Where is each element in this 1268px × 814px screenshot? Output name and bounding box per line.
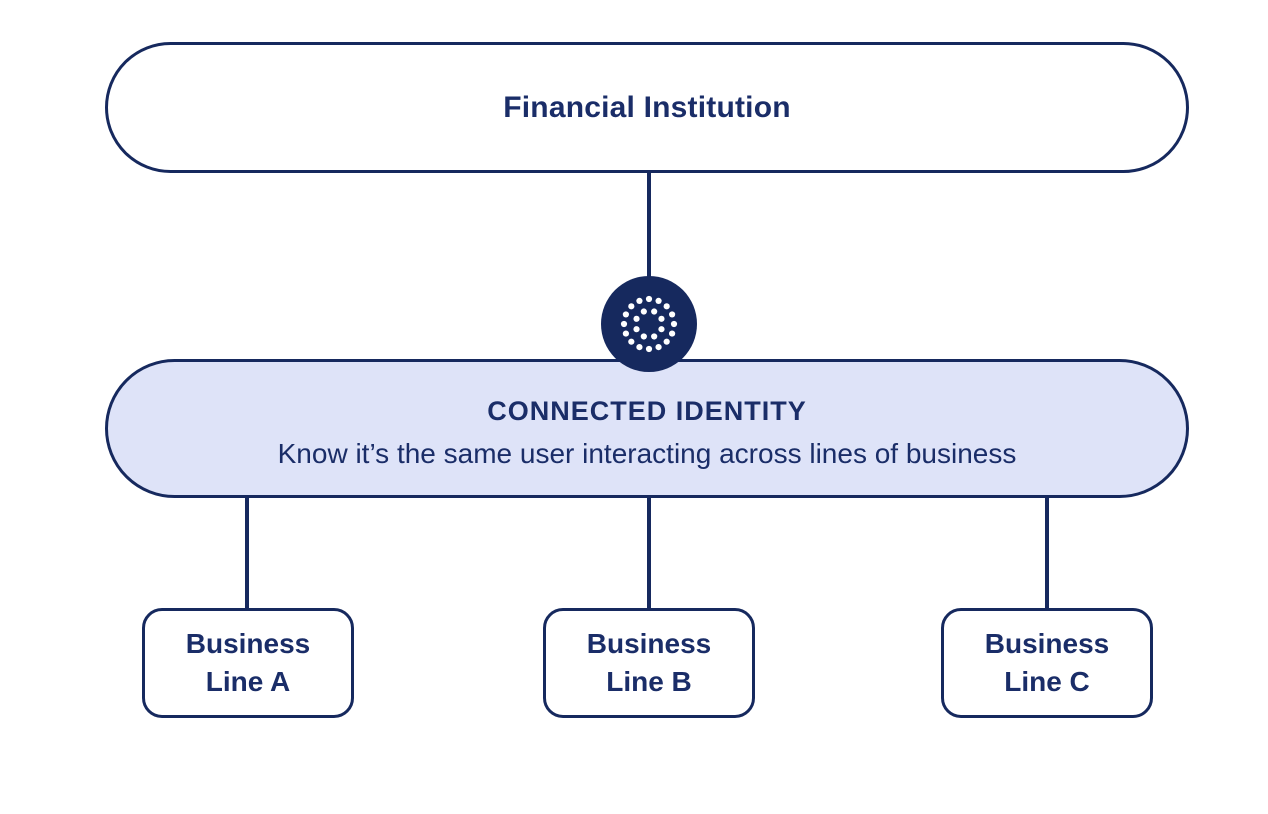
financial-institution-node: Financial Institution <box>105 42 1189 173</box>
connected-identity-subtitle: Know it’s the same user interacting acro… <box>277 438 1017 469</box>
connected-identity-title: CONNECTED IDENTITY <box>487 395 807 426</box>
business-line-a-label-line2: Line A <box>205 666 291 697</box>
business-line-c-node: Business Line C <box>941 608 1153 718</box>
business-line-a-label-line1: Business <box>185 628 311 659</box>
connected-identity-logo-badge <box>601 276 697 372</box>
connector-line-business-c <box>1045 495 1049 611</box>
business-line-c-label-line2: Line C <box>1004 666 1090 697</box>
connected-identity-node: CONNECTED IDENTITY Know it’s the same us… <box>105 359 1189 498</box>
connector-line-top <box>647 171 651 311</box>
financial-institution-label: Financial Institution <box>503 90 791 124</box>
business-line-a-node: Business Line A <box>142 608 354 718</box>
business-line-b-label-line2: Line B <box>606 666 692 697</box>
business-line-c-label-line1: Business <box>984 628 1110 659</box>
connector-line-business-b <box>647 495 651 611</box>
connector-line-business-a <box>245 495 249 611</box>
business-line-b-node: Business Line B <box>543 608 755 718</box>
business-line-b-label-line1: Business <box>586 628 712 659</box>
dotted-ring-icon <box>620 295 678 353</box>
